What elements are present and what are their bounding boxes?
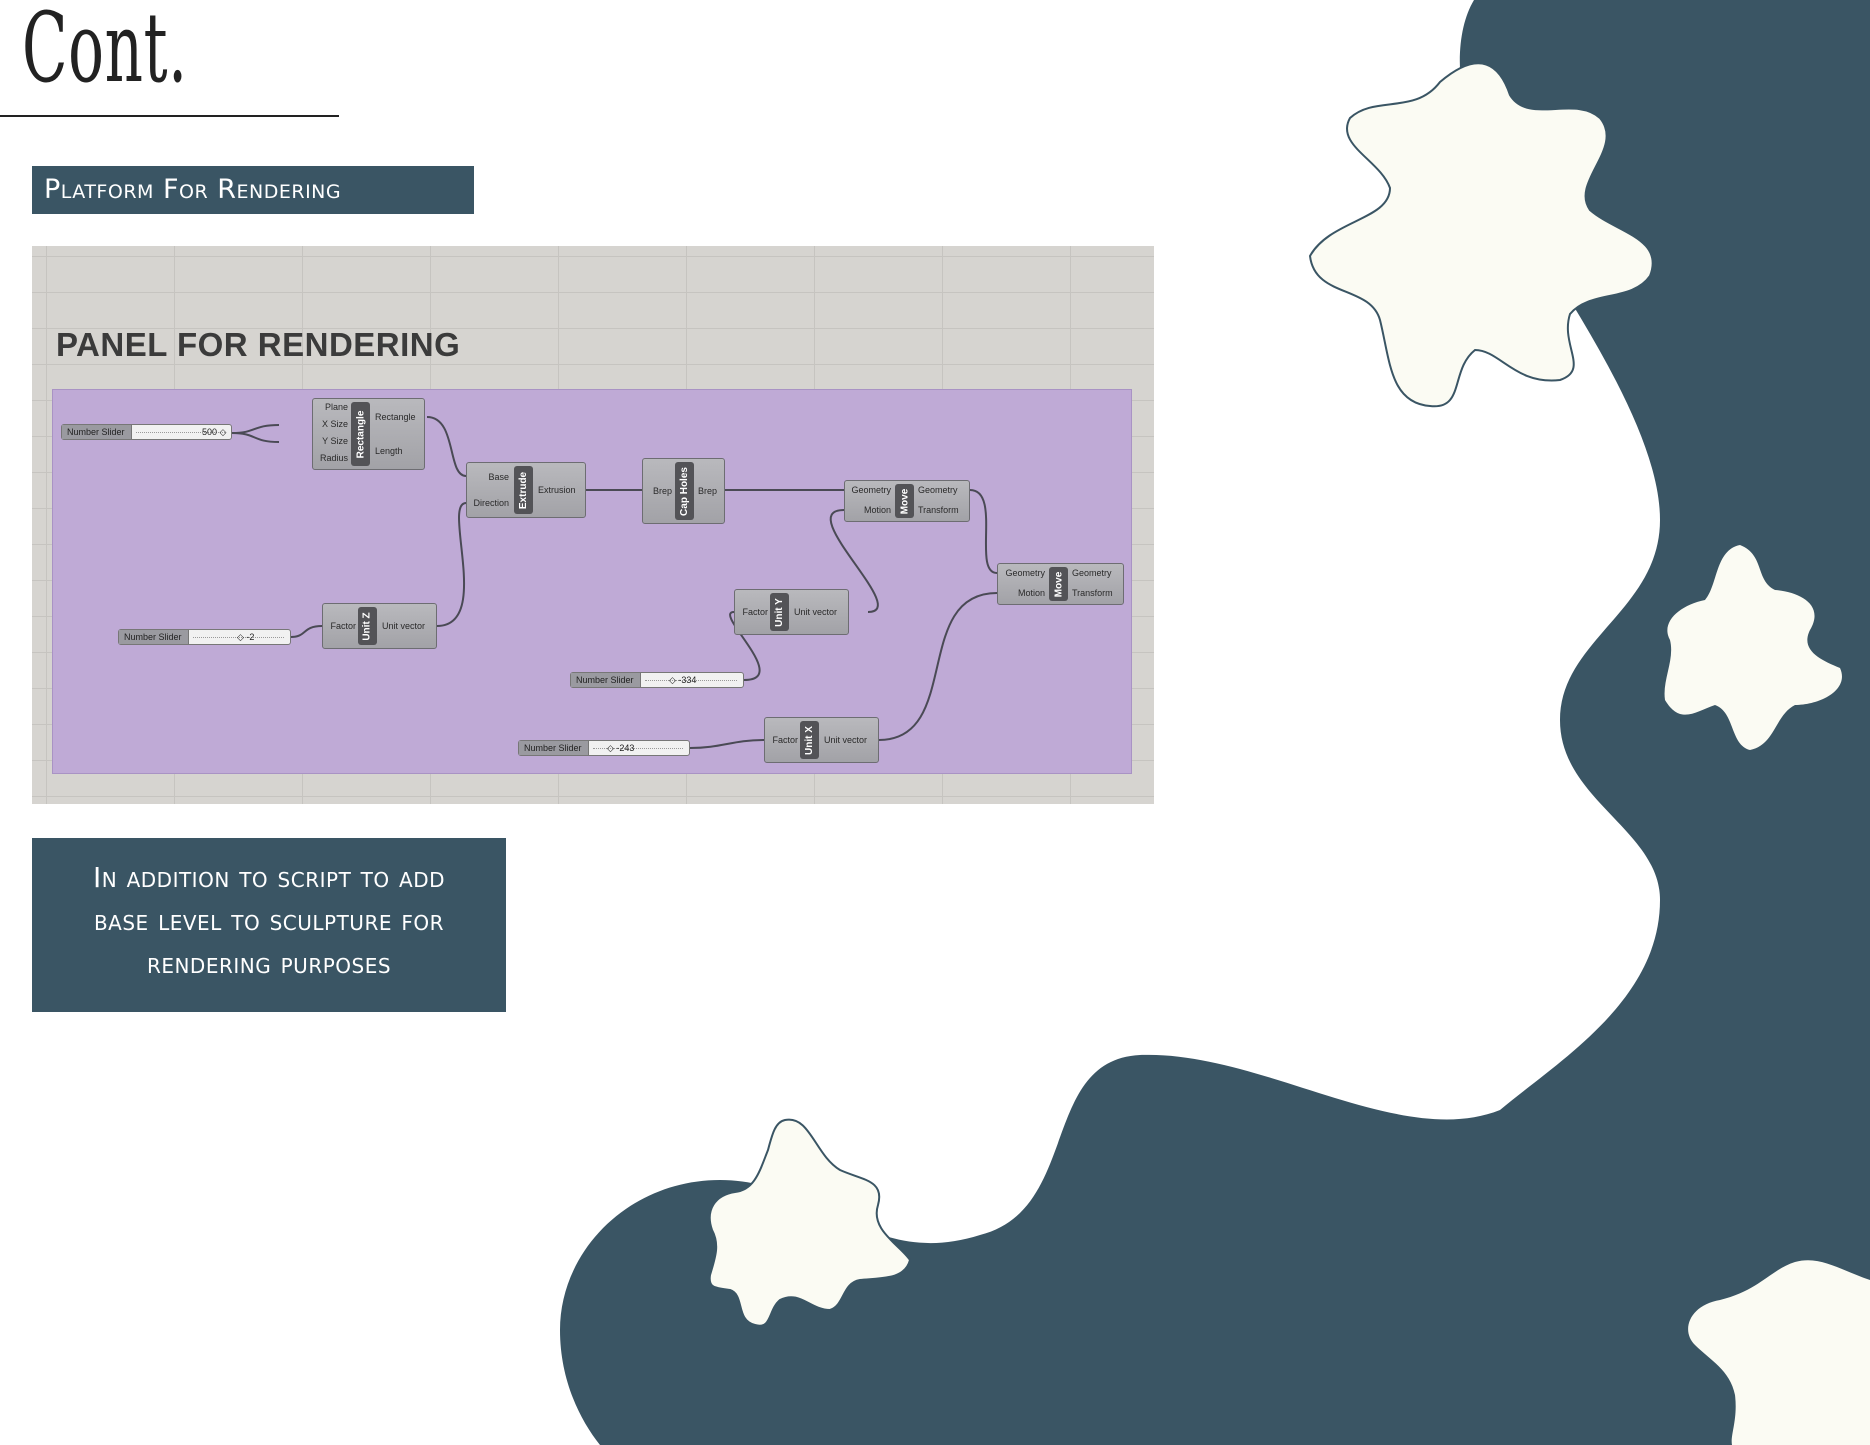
- slider-track: [645, 680, 737, 681]
- slider-label: Number Slider: [571, 673, 641, 687]
- component-cap-holes[interactable]: Brep Cap Holes Brep: [642, 458, 725, 524]
- port-y-size: Y Size: [322, 436, 348, 446]
- description-box: In addition to script to add base level …: [32, 838, 506, 1012]
- component-name: Move: [895, 484, 914, 518]
- port-unit-vector: Unit vector: [824, 735, 868, 745]
- component-unit-x[interactable]: Factor Unit X Unit vector: [764, 717, 879, 763]
- component-name: Unit Z: [358, 607, 377, 645]
- grasshopper-canvas: PANEL FOR RENDERING Number Slider 500 ◇ …: [32, 246, 1154, 804]
- title-underline: [0, 115, 339, 117]
- section-label: Platform For Rendering: [32, 166, 474, 214]
- port-rectangle: Rectangle: [375, 412, 416, 422]
- component-name: Unit X: [800, 721, 819, 759]
- slider-label: Number Slider: [519, 741, 589, 755]
- port-x-size: X Size: [321, 419, 348, 429]
- component-unit-z[interactable]: Factor Unit Z Unit vector: [322, 603, 437, 649]
- star-small: [708, 1118, 912, 1327]
- component-unit-y[interactable]: Factor Unit Y Unit vector: [734, 589, 849, 635]
- port-length: Length: [375, 446, 403, 456]
- port-motion: Motion: [1017, 588, 1045, 598]
- port-transform: Transform: [1072, 588, 1113, 598]
- port-geometry-out: Geometry: [1072, 568, 1112, 578]
- component-name: Extrude: [514, 466, 533, 514]
- slider-value: ◇ -243: [607, 743, 635, 753]
- component-name: Rectangle: [351, 402, 370, 466]
- wire-rect-base: [426, 416, 467, 477]
- star-medium: [1664, 545, 1842, 750]
- port-factor: Factor: [772, 735, 798, 745]
- port-base: Base: [488, 472, 509, 482]
- number-slider-neg243[interactable]: Number Slider ◇ -243: [518, 740, 690, 756]
- star-large: [1308, 62, 1654, 408]
- number-slider-500[interactable]: Number Slider 500 ◇: [61, 424, 232, 440]
- port-brep-out: Brep: [698, 486, 718, 496]
- slider-value: ◇ -2: [237, 632, 255, 642]
- description-line-1: In addition to script to add: [92, 861, 446, 894]
- slider-track: [593, 748, 683, 749]
- wire-slider-unitx: [689, 739, 765, 749]
- wire-unitz-direction: [436, 502, 467, 627]
- number-slider-neg334[interactable]: Number Slider ◇ -334: [570, 672, 744, 688]
- wire-slider-ysize: [231, 432, 280, 443]
- component-extrude[interactable]: Base Direction Extrude Extrusion: [466, 462, 586, 518]
- component-name: Unit Y: [770, 593, 789, 631]
- component-move-1[interactable]: Geometry Motion Move Geometry Transform: [844, 480, 970, 522]
- slider-track: [136, 432, 225, 433]
- port-geometry-out: Geometry: [918, 485, 958, 495]
- port-geometry-in: Geometry: [851, 485, 891, 495]
- slider-label: Number Slider: [62, 425, 132, 439]
- description-line-2: base level to sculpture for: [93, 904, 445, 937]
- component-move-2[interactable]: Geometry Motion Move Geometry Transform: [997, 563, 1124, 605]
- component-name: Cap Holes: [675, 462, 694, 520]
- port-unit-vector: Unit vector: [794, 607, 838, 617]
- page-title: Cont.: [22, 0, 188, 104]
- wire-slider-xsize: [231, 424, 280, 434]
- component-name: Move: [1049, 567, 1068, 601]
- port-factor: Factor: [330, 621, 356, 631]
- description-line-3: rendering purposes: [146, 947, 392, 980]
- port-geometry-in: Geometry: [1005, 568, 1045, 578]
- group-title: PANEL FOR RENDERING: [56, 326, 461, 363]
- slider-value: 500 ◇: [202, 427, 227, 437]
- port-radius: Radius: [319, 453, 348, 463]
- wire-slider-unity: [729, 611, 761, 681]
- star-partial: [1688, 1260, 1870, 1445]
- wire-unitx-motion2: [878, 592, 998, 741]
- port-unit-vector: Unit vector: [382, 621, 426, 631]
- wires: [231, 416, 998, 749]
- port-motion: Motion: [863, 505, 891, 515]
- port-brep-in: Brep: [652, 486, 672, 496]
- component-rectangle[interactable]: Plane X Size Y Size Radius Rectangle Rec…: [312, 398, 425, 470]
- number-slider-neg2[interactable]: Number Slider ◇ -2: [118, 629, 291, 645]
- slider-value: ◇ -334: [669, 675, 697, 685]
- wire-unity-motion1: [829, 509, 879, 613]
- port-plane: Plane: [324, 402, 348, 412]
- blob-shape: [560, 0, 1870, 1445]
- wire-slider-unitz: [290, 625, 323, 638]
- slider-track: [193, 637, 284, 638]
- group-panel: [52, 389, 1132, 774]
- wire-move1-move2: [969, 489, 998, 574]
- slider-label: Number Slider: [119, 630, 189, 644]
- port-factor: Factor: [742, 607, 768, 617]
- port-direction: Direction: [473, 498, 509, 508]
- port-transform: Transform: [918, 505, 959, 515]
- port-extrusion: Extrusion: [538, 485, 576, 495]
